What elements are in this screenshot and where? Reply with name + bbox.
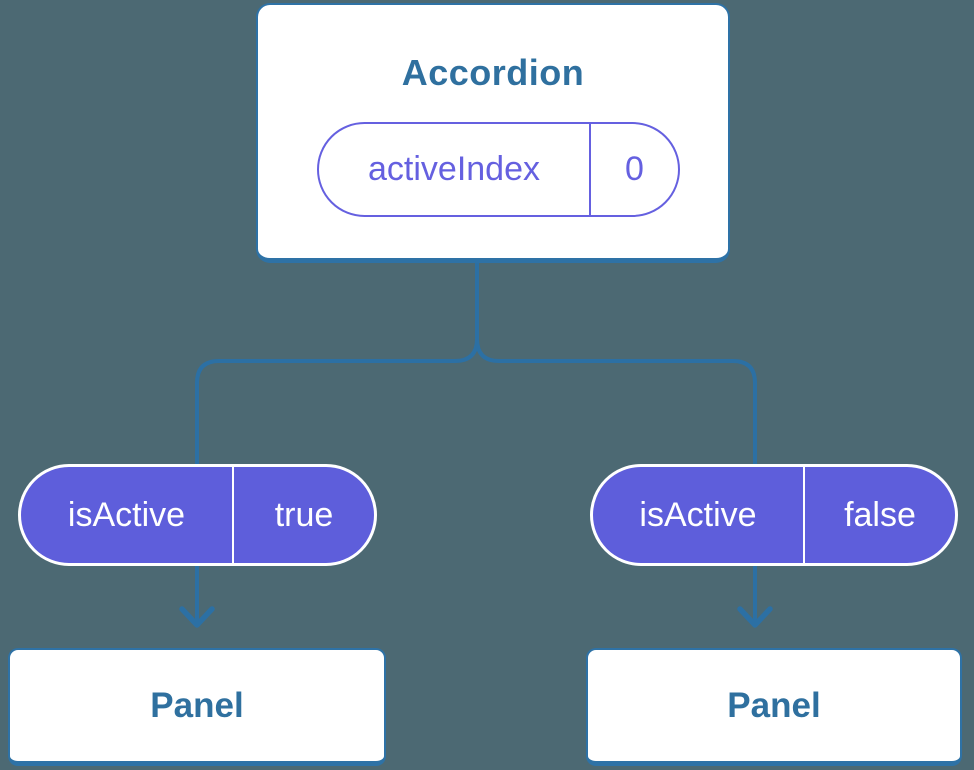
- state-value-label: 0: [625, 150, 644, 188]
- panel-component-node-right: Panel: [586, 648, 962, 766]
- connector-branch-left: [195, 337, 479, 622]
- connector-branch-right: [475, 337, 757, 622]
- state-pill-activeindex: activeIndex 0: [317, 122, 680, 217]
- component-title: Panel: [150, 685, 244, 725]
- prop-name-label: isActive: [593, 467, 805, 563]
- component-title: Accordion: [401, 52, 585, 93]
- prop-value-label: false: [844, 495, 916, 534]
- arrow-down-icon: [737, 606, 773, 628]
- arrow-down-icon: [179, 606, 215, 628]
- panel-component-node-left: Panel: [8, 648, 386, 766]
- accordion-component-node: Accordion activeIndex 0: [256, 3, 730, 263]
- component-title: Panel: [727, 685, 821, 725]
- prop-pill-isactive-true: isActive true: [18, 464, 377, 566]
- state-name-label: activeIndex: [319, 124, 591, 215]
- prop-name-label: isActive: [21, 467, 234, 563]
- prop-pill-isactive-false: isActive false: [590, 464, 958, 566]
- prop-value-label: true: [274, 495, 334, 534]
